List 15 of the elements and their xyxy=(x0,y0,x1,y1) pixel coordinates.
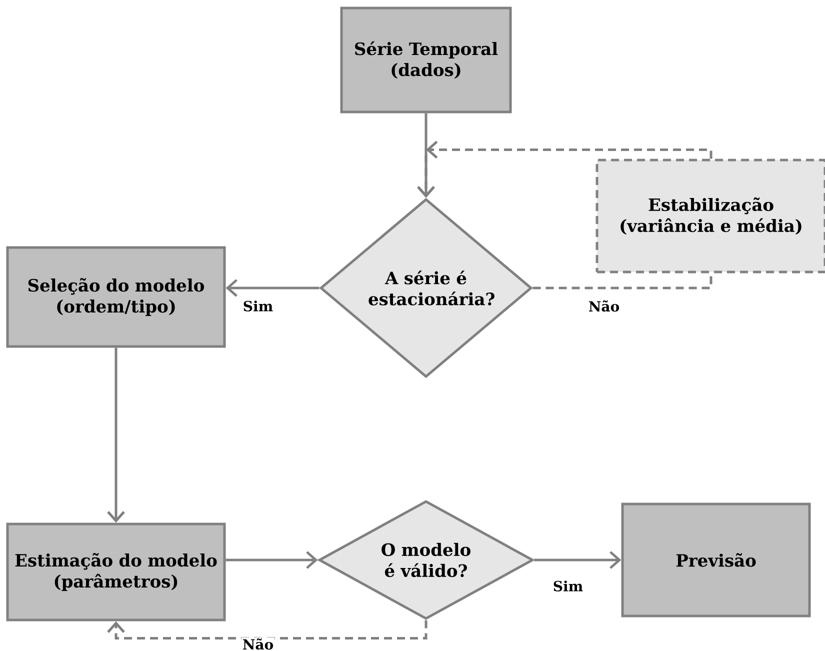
arrow xyxy=(107,348,125,523)
process-box: Série Temporal (dados) xyxy=(340,6,512,114)
process-box: Estabilização (variância e média) xyxy=(596,158,825,274)
arrow xyxy=(417,140,712,198)
process-box: Estimação do modelo (parâmetros) xyxy=(6,522,226,622)
edge-label: Sim xyxy=(242,300,274,312)
edge-label: Não xyxy=(587,299,621,313)
arrow xyxy=(226,551,318,569)
arrow xyxy=(107,620,428,640)
edge-label: Sim xyxy=(552,580,584,592)
process-box: Seleção do modelo (ordem/tipo) xyxy=(6,246,226,348)
process-box: Previsão xyxy=(621,502,811,618)
arrow xyxy=(534,551,622,569)
arrow xyxy=(226,279,320,297)
edge-label: Não xyxy=(241,637,275,651)
